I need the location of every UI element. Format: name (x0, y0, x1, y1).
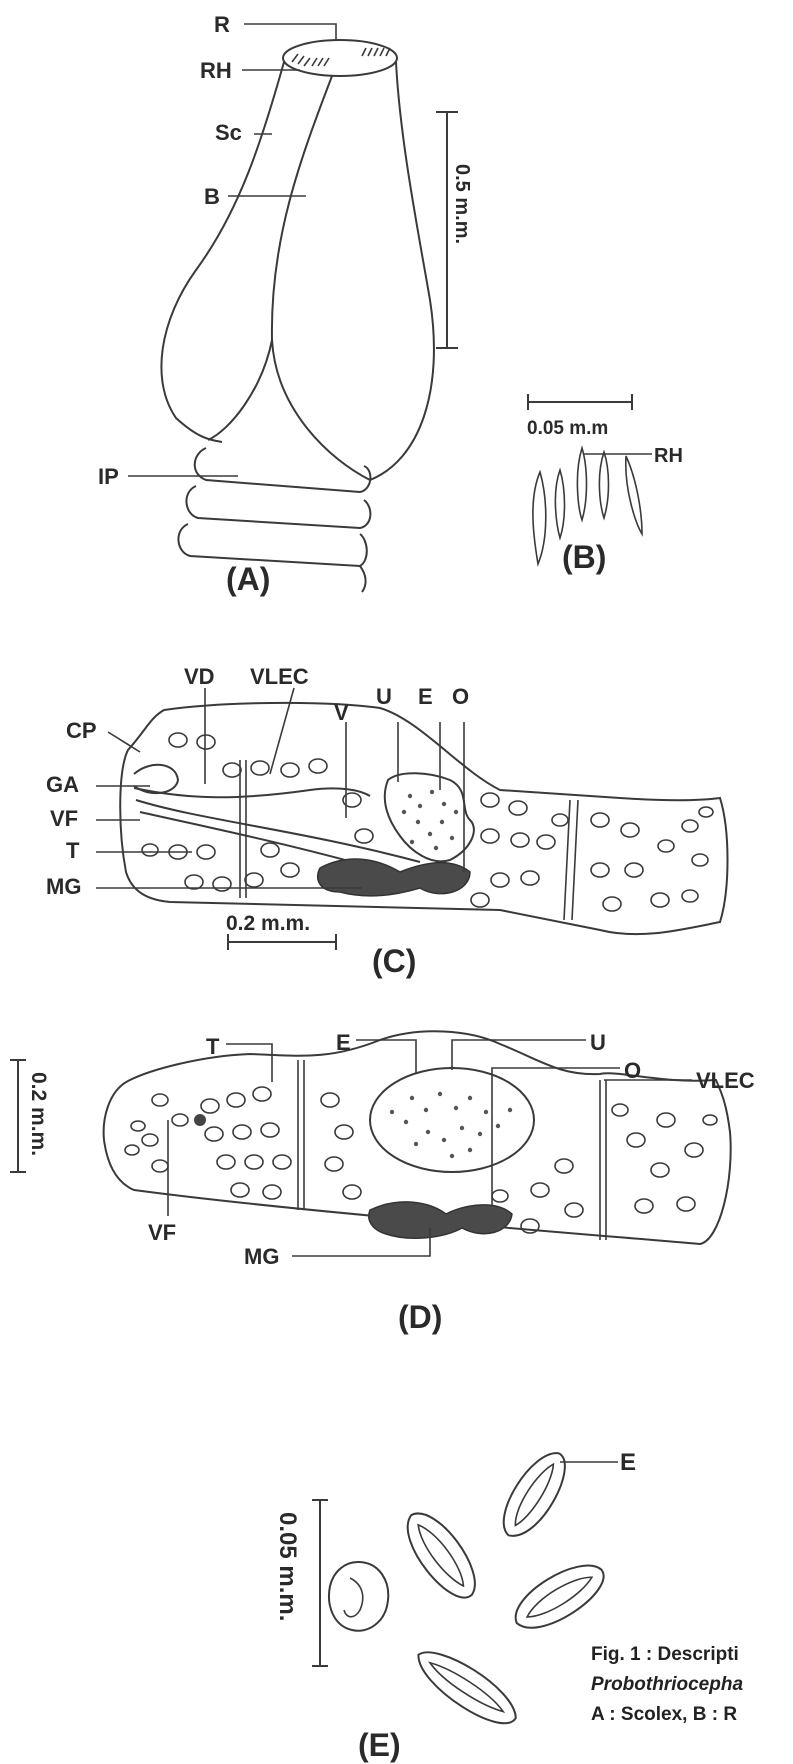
panel-b-label-rh: RH (654, 445, 683, 467)
panel-e-eggs: E 0.05 m.m. (E) (274, 1444, 636, 1763)
panel-d-label-t: T (206, 1034, 220, 1059)
panel-d-label-mg: MG (244, 1244, 279, 1269)
panel-c-label-u: U (376, 684, 392, 709)
panel-d-label-u: U (590, 1030, 606, 1055)
panel-d-label-vf: VF (148, 1220, 176, 1245)
panel-b-title: (B) (562, 539, 606, 575)
panel-c-mature-proglottid: VD VLEC U E O V CP GA VF T MG 0.2 m.m. (… (46, 664, 728, 979)
panel-a-scale-label: 0.5 m.m. (451, 164, 473, 244)
panel-a-label-sc: Sc (215, 120, 242, 145)
panel-c-label-vlec: VLEC (250, 664, 309, 689)
panel-d-scale-label: 0.2 m.m. (27, 1072, 50, 1156)
panel-c-label-vf: VF (50, 806, 78, 831)
figure-caption: Fig. 1 : Descripti Probothriocepha A : S… (591, 1640, 791, 1764)
panel-d-label-o: O (624, 1058, 641, 1083)
panel-c-label-v: V (334, 700, 349, 725)
panel-a-label-rh: RH (200, 58, 232, 83)
panel-b-scale-label: 0.05 m.m (527, 418, 608, 439)
panel-c-label-ga: GA (46, 772, 79, 797)
caption-line-1: Fig. 1 : Descripti (591, 1640, 791, 1670)
panel-a-label-r: R (214, 12, 230, 37)
panel-c-scale-label: 0.2 m.m. (226, 912, 310, 935)
panel-c-label-mg: MG (46, 874, 81, 899)
panel-e-label-e: E (620, 1449, 636, 1476)
panel-d-gravid-proglottid: T E U O VLEC VF MG 0.2 m.m. (D) (10, 1030, 755, 1335)
caption-line-2: Probothriocepha (591, 1670, 791, 1700)
panel-a-label-ip: IP (98, 464, 119, 489)
panel-a-scolex: 0.5 m.m. R RH Sc B IP (A) (98, 12, 473, 597)
panel-e-title: (E) (358, 1727, 401, 1763)
panel-b-hooks: 0.05 m.m RH (B) (527, 394, 683, 575)
caption-line-3: A : Scolex, B : R (591, 1700, 791, 1730)
panel-c-title: (C) (372, 943, 416, 979)
panel-c-label-t: T (66, 838, 80, 863)
panel-d-title: (D) (398, 1299, 442, 1335)
panel-c-label-o: O (452, 684, 469, 709)
panel-a-title: (A) (226, 561, 270, 597)
panel-a-label-b: B (204, 184, 220, 209)
panel-e-scale-label: 0.05 m.m. (274, 1512, 301, 1621)
panel-c-label-cp: CP (66, 718, 97, 743)
panel-c-label-e: E (418, 684, 433, 709)
panel-c-label-vd: VD (184, 664, 215, 689)
panel-d-label-vlec: VLEC (696, 1068, 755, 1093)
panel-d-label-e: E (336, 1030, 351, 1055)
